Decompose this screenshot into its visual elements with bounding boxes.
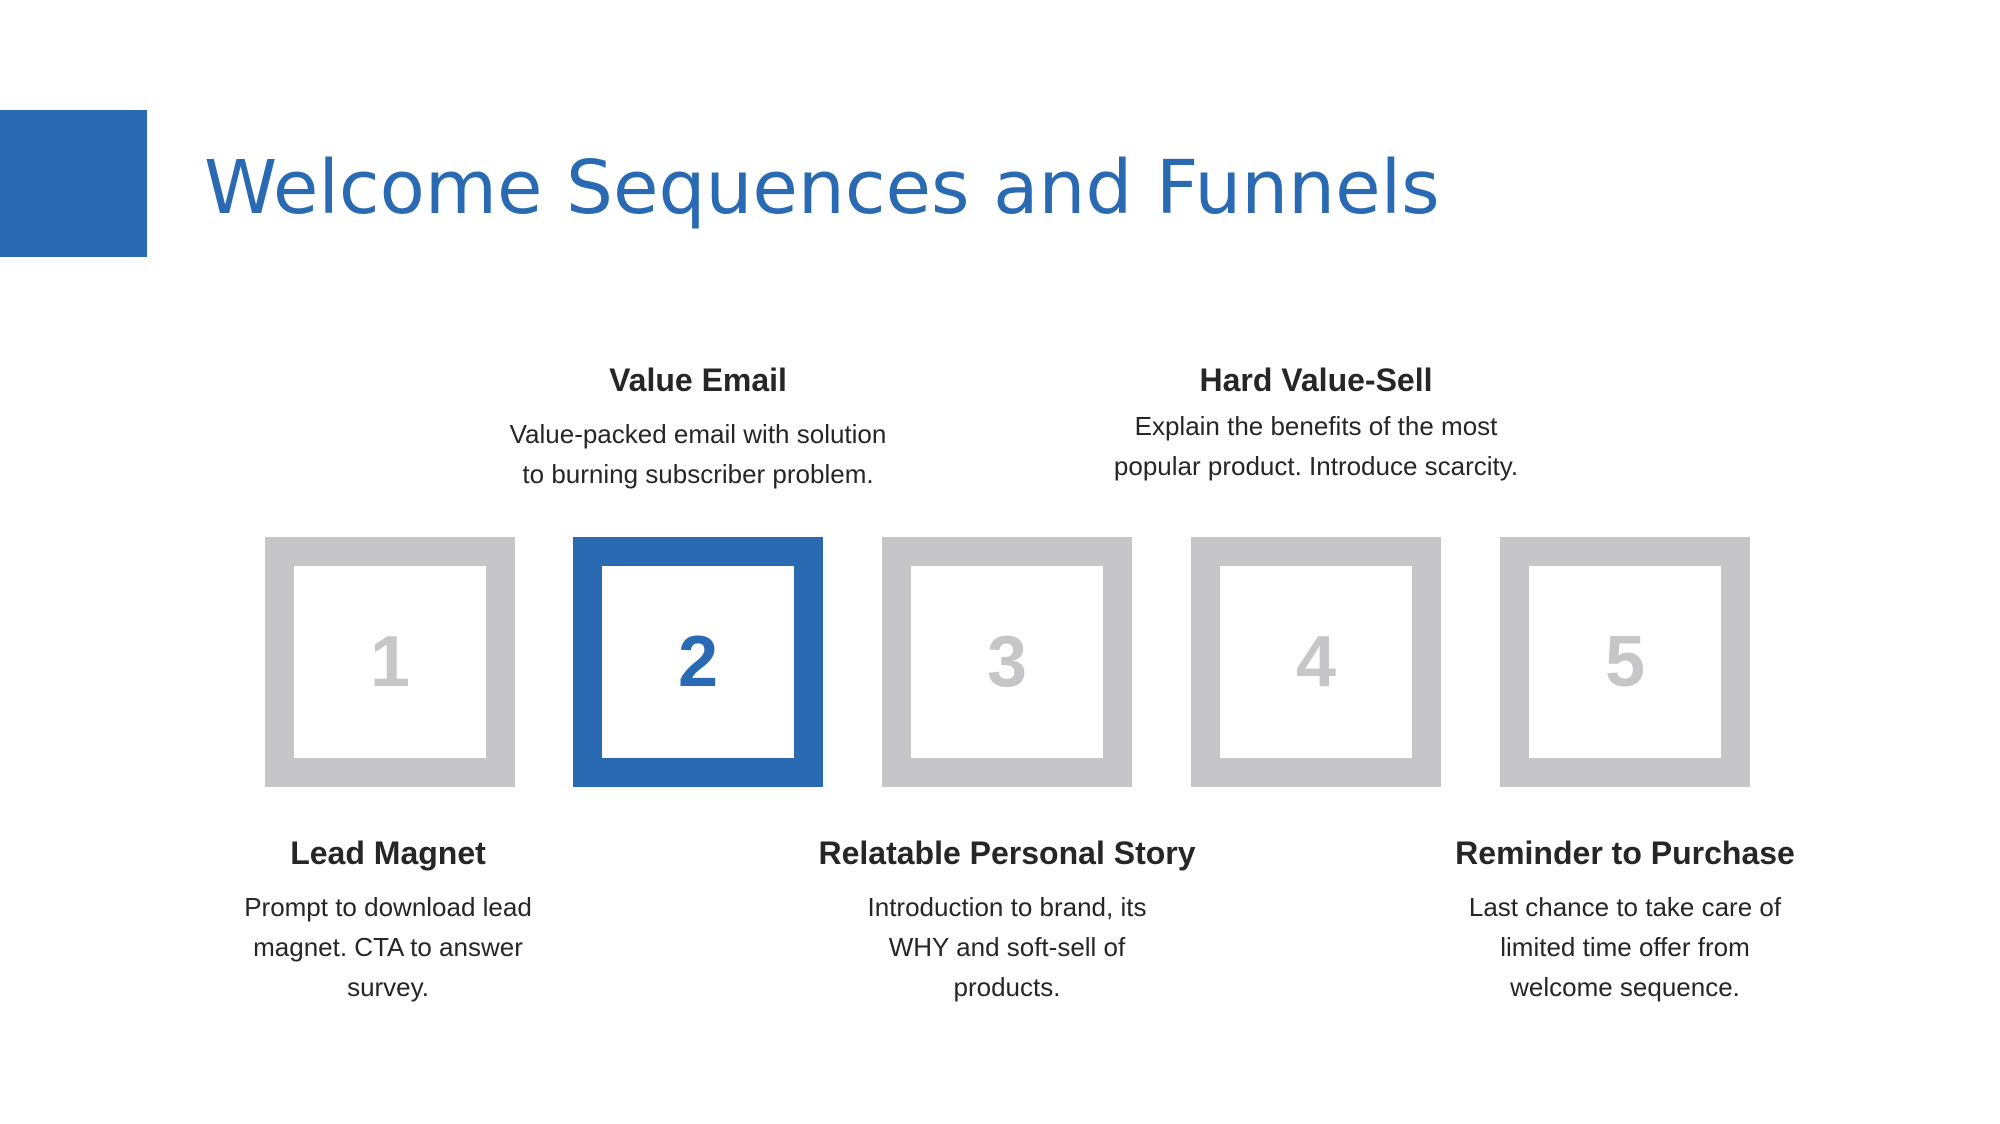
step-box-2: 2 <box>573 537 823 787</box>
step-box-4: 4 <box>1191 537 1441 787</box>
step-box-1: 1 <box>265 537 515 787</box>
page-title: Welcome Sequences and Funnels <box>204 145 1440 231</box>
step-number: 5 <box>1604 622 1646 702</box>
step-description-line: magnet. CTA to answer <box>253 932 523 962</box>
step-description: Prompt to download lead magnet. CTA to a… <box>168 887 608 1007</box>
step-description-line: welcome sequence. <box>1510 972 1740 1002</box>
step-caption-4: Hard Value-Sell Explain the benefits of … <box>1096 360 1536 486</box>
step-caption-5: Reminder to Purchase Last chance to take… <box>1405 833 1845 1007</box>
step-title: Relatable Personal Story <box>818 835 1196 871</box>
step-number: 3 <box>986 622 1028 702</box>
step-description: Introduction to brand, its WHY and soft-… <box>787 887 1227 1007</box>
step-description-line: popular product. Introduce scarcity. <box>1113 451 1519 481</box>
step-description: Value-packed email with solution to burn… <box>478 414 918 494</box>
step-description-line: Explain the benefits of the most <box>1134 411 1498 441</box>
step-description-line: survey. <box>347 972 429 1002</box>
accent-block <box>0 110 147 257</box>
step-title: Reminder to Purchase <box>1455 835 1795 871</box>
step-description-line: Last chance to take care of <box>1468 892 1782 922</box>
step-caption-1: Lead Magnet Prompt to download lead magn… <box>168 833 608 1007</box>
step-title: Lead Magnet <box>290 835 486 871</box>
step-box-3: 3 <box>882 537 1132 787</box>
step-description-line: products. <box>953 972 1061 1002</box>
step-number: 2 <box>677 622 719 702</box>
step-description: Explain the benefits of the most popular… <box>1096 406 1536 486</box>
step-description-line: limited time offer from <box>1500 932 1750 962</box>
step-number: 1 <box>369 622 411 702</box>
step-description: Last chance to take care of limited time… <box>1405 887 1845 1007</box>
step-description-line: to burning subscriber problem. <box>522 459 874 489</box>
step-number: 4 <box>1295 622 1337 702</box>
step-caption-2: Value Email Value-packed email with solu… <box>478 360 918 494</box>
step-title: Hard Value-Sell <box>1199 362 1433 398</box>
step-description-line: Introduction to brand, its <box>867 892 1147 922</box>
step-description-line: Value-packed email with solution <box>509 419 887 449</box>
step-title: Value Email <box>609 362 787 398</box>
step-description-line: WHY and soft-sell of <box>888 932 1126 962</box>
step-box-5: 5 <box>1500 537 1750 787</box>
step-description-line: Prompt to download lead <box>244 892 532 922</box>
step-caption-3: Relatable Personal Story Introduction to… <box>787 833 1227 1007</box>
